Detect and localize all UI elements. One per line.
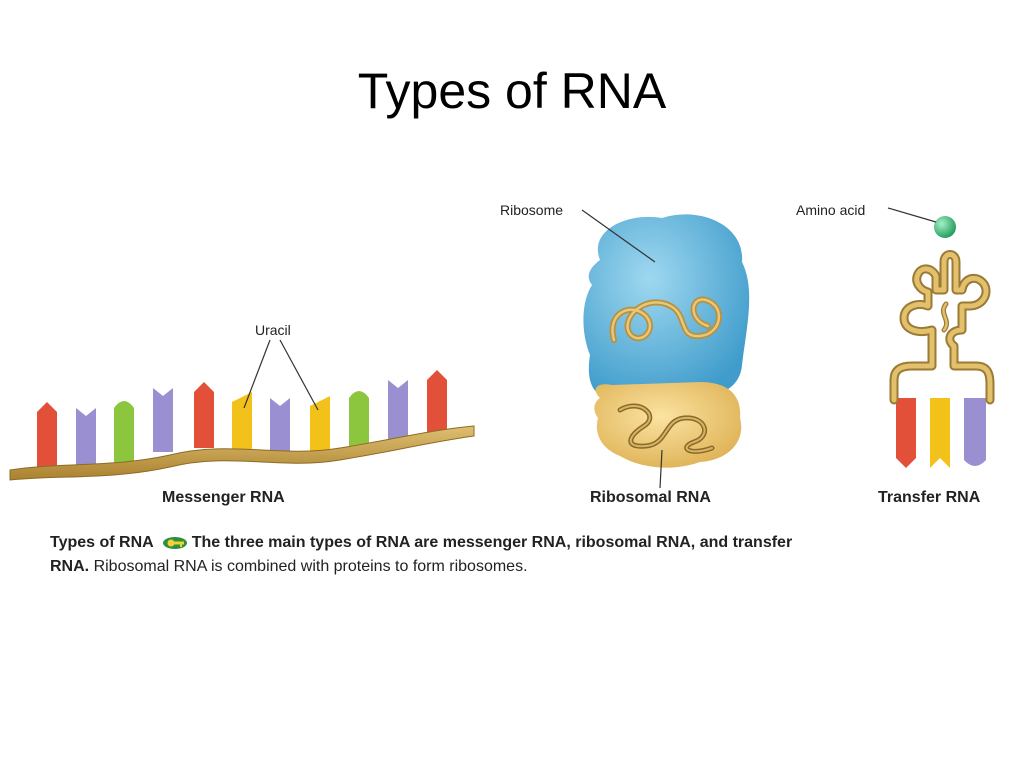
amino-acid-sphere — [934, 216, 956, 238]
ribosome-label: Ribosome — [500, 202, 564, 218]
messenger-rna-label: Messenger RNA — [162, 489, 285, 506]
transfer-rna-illustration — [887, 207, 995, 468]
base-green — [114, 401, 134, 466]
uracil-label: Uracil — [255, 322, 291, 338]
transfer-rna-label: Transfer RNA — [878, 489, 981, 506]
rna-backbone — [9, 425, 475, 481]
ribosome-pointer — [581, 209, 656, 263]
rrna-pointer — [659, 449, 663, 489]
key-icon — [162, 535, 188, 556]
uracil-pointer — [243, 339, 271, 409]
base-red — [427, 370, 447, 436]
messenger-rna-illustration — [9, 339, 475, 481]
caption-text: Ribosomal RNA is combined with proteins … — [93, 558, 528, 575]
base-purple — [76, 408, 96, 470]
amino-acid-pointer — [887, 207, 937, 223]
uracil-pointer — [279, 339, 319, 411]
base-red — [37, 402, 57, 468]
amino-acid-label: Amino acid — [796, 202, 866, 218]
trna-strand — [891, 252, 993, 403]
rrna-strand — [619, 405, 713, 453]
caption-bold-text: The three main types of RNA are messenge… — [50, 534, 793, 575]
anticodon-base-yellow — [930, 398, 950, 468]
ribosomal-rna-illustration — [581, 209, 750, 489]
base-yellow — [232, 392, 252, 458]
anticodon-base-purple — [964, 398, 986, 466]
trna-inner-loop — [942, 302, 948, 332]
anticodon-base-red — [896, 398, 916, 468]
base-purple — [388, 380, 408, 444]
nucleotide-bases — [37, 370, 447, 470]
base-green — [349, 391, 369, 452]
ribosomal-rna-label: Ribosomal RNA — [590, 489, 711, 506]
base-purple — [153, 388, 173, 452]
base-red — [194, 382, 214, 448]
base-purple — [270, 398, 290, 462]
rrna-strand — [611, 298, 721, 342]
base-yellow — [310, 396, 330, 462]
caption-heading: Types of RNA — [50, 534, 154, 551]
slide-title: Types of RNA — [357, 63, 667, 119]
